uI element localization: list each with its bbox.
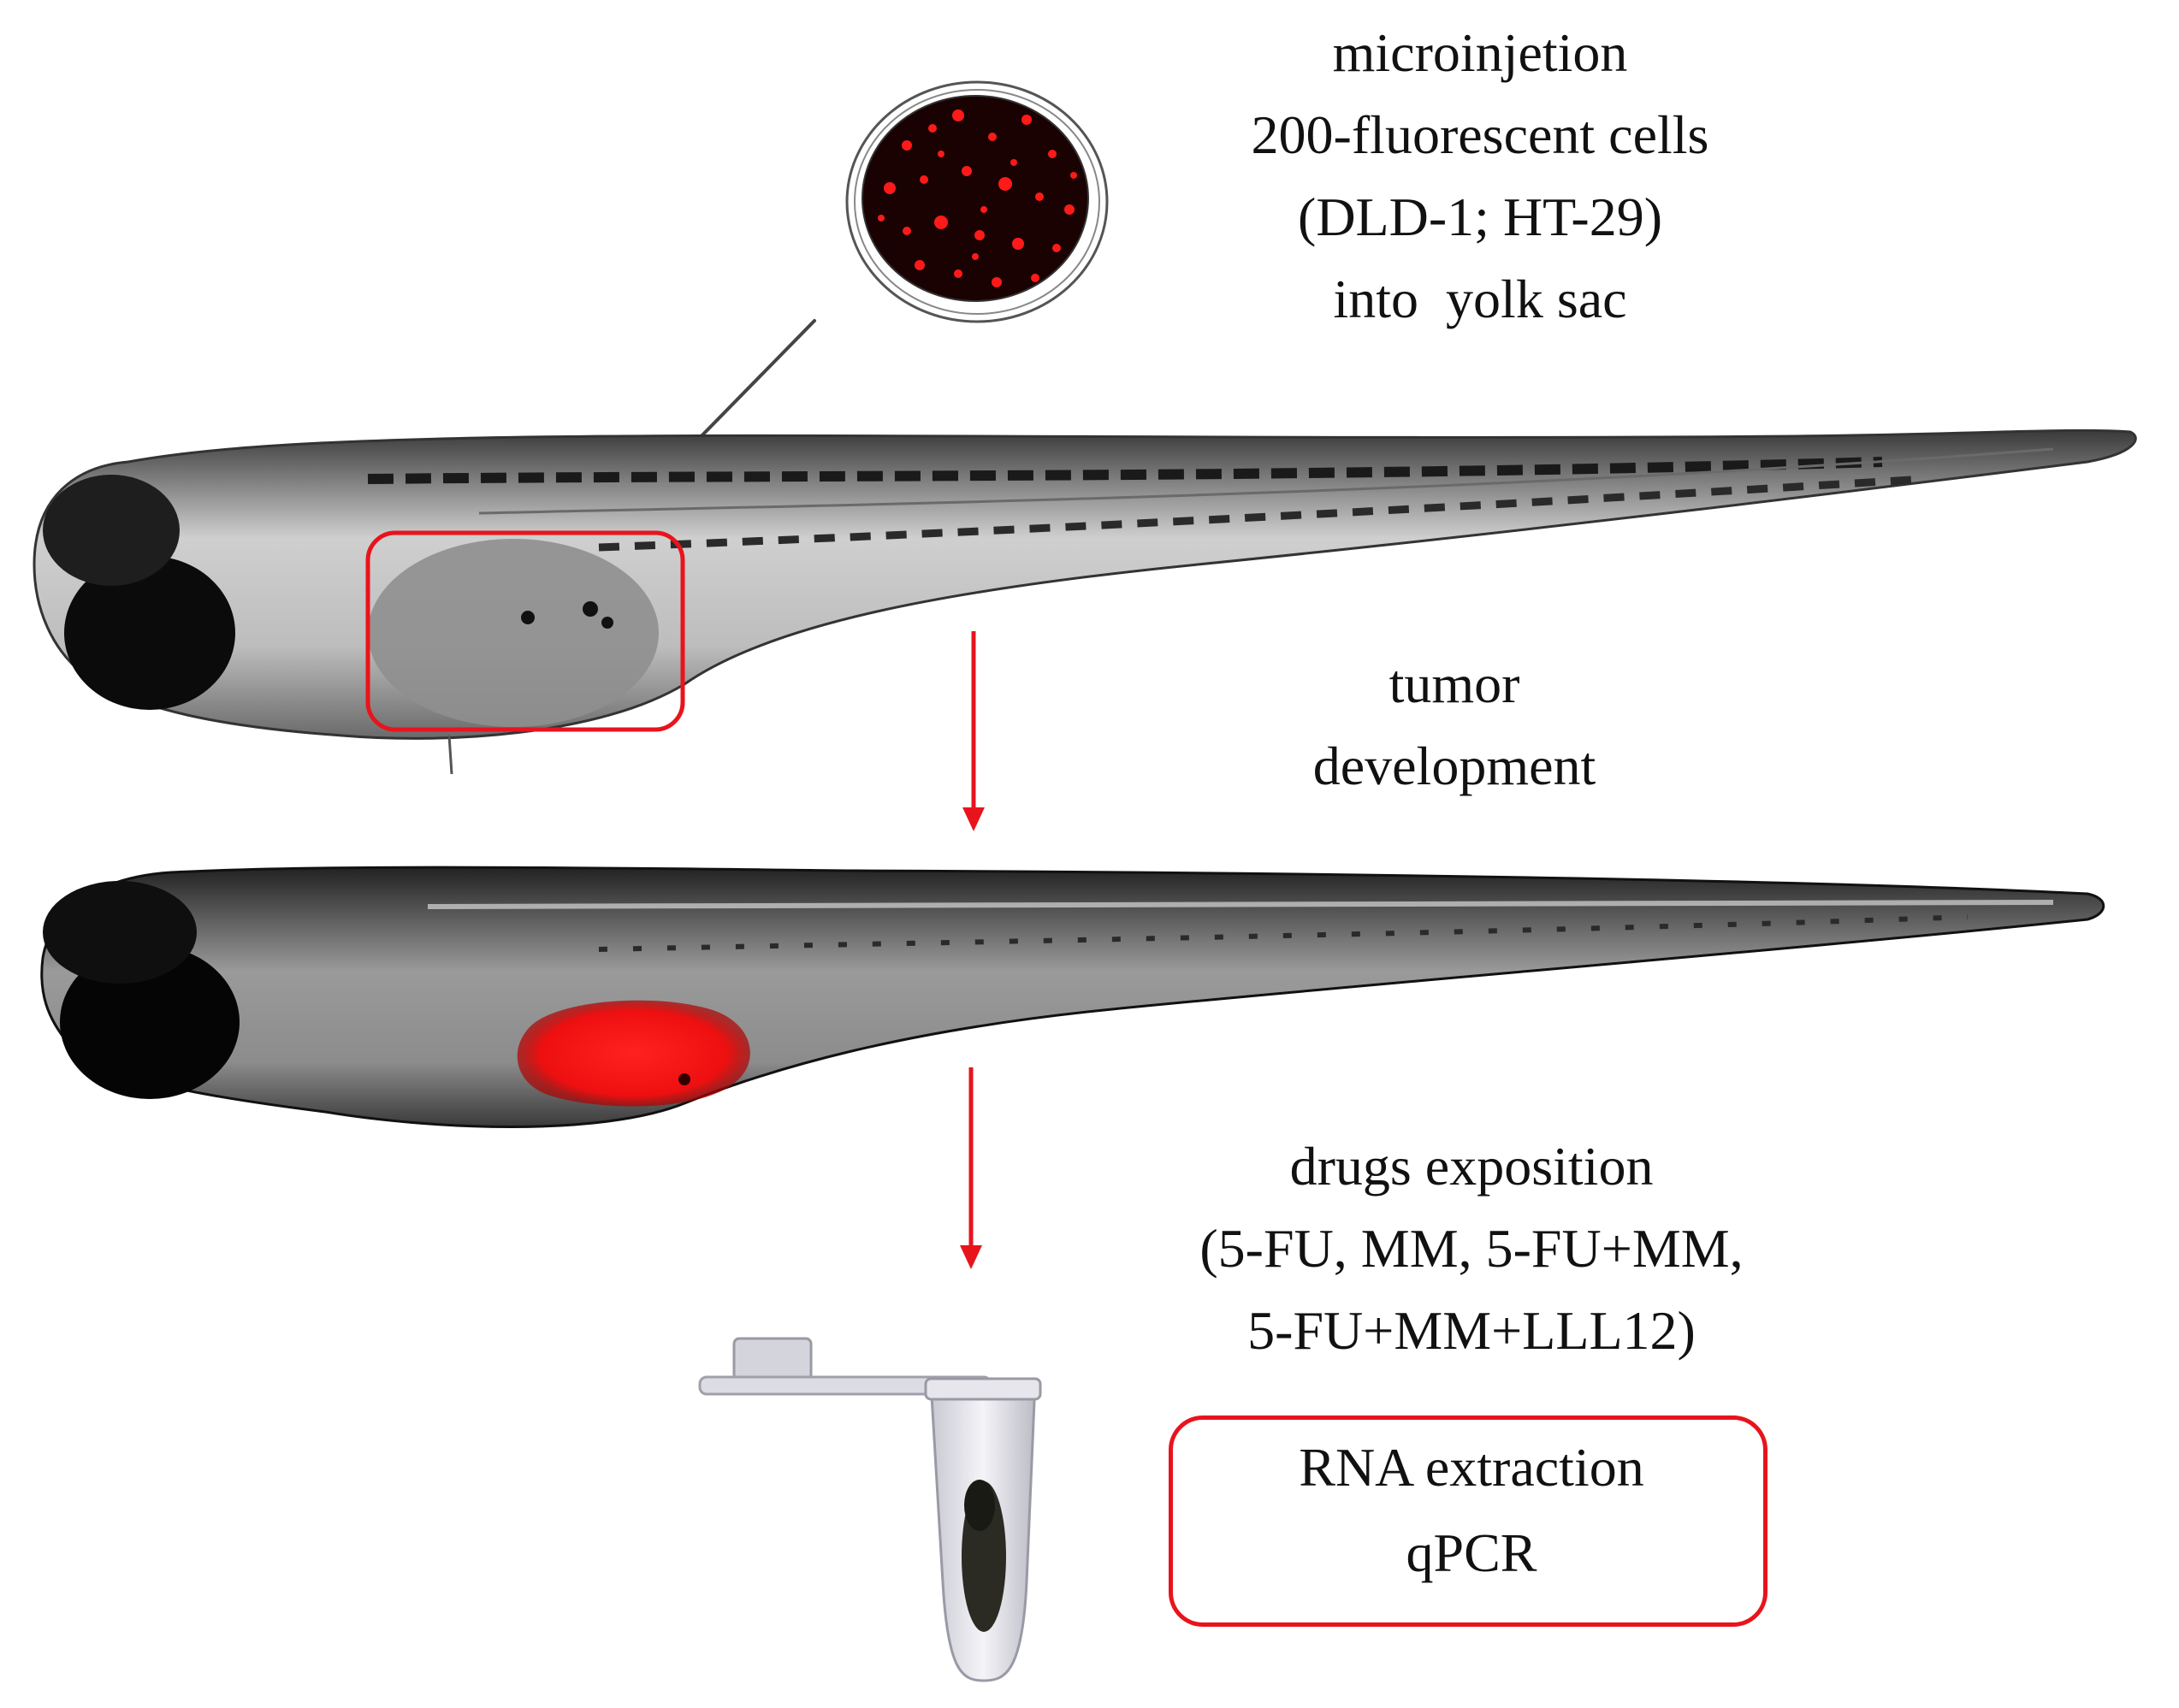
step-line: RNA extraction bbox=[1299, 1437, 1644, 1498]
arrow-down-1 bbox=[962, 631, 985, 831]
step-tumor-development-label: tumor development bbox=[1112, 643, 1797, 807]
step-line: tumor bbox=[1389, 653, 1520, 714]
step-line: microinjetion bbox=[1332, 22, 1628, 83]
step-line: drugs exposition bbox=[1289, 1136, 1654, 1197]
zebrafish-larva-icon bbox=[33, 428, 2137, 775]
arrow-down-2 bbox=[960, 1067, 982, 1269]
yolk-sac-highlight-box bbox=[365, 530, 685, 732]
microtube-icon bbox=[698, 1337, 1042, 1682]
step-microinjection-label: microinjetion 200-fluorescent cells (DLD… bbox=[1138, 12, 1822, 340]
step-line: development bbox=[1312, 736, 1596, 796]
tumor-fluorescence-icon bbox=[517, 1000, 750, 1107]
petri-dish-icon bbox=[845, 80, 1109, 323]
step-line: (5-FU, MM, 5-FU+MM, bbox=[1199, 1218, 1744, 1279]
step-line: 200-fluorescent cells bbox=[1251, 104, 1709, 165]
step-rna-extraction-label: RNA extraction qPCR bbox=[1172, 1413, 1771, 1596]
step-line: qPCR bbox=[1406, 1522, 1537, 1583]
step-line: into yolk sac bbox=[1333, 269, 1627, 329]
step-drugs-exposition-label: drugs exposition (5-FU, MM, 5-FU+MM, 5-F… bbox=[1095, 1126, 1848, 1372]
analysis-highlight-box bbox=[1169, 1415, 1767, 1627]
step-line: (DLD-1; HT-29) bbox=[1298, 186, 1662, 247]
step-line: 5-FU+MM+LLL12) bbox=[1247, 1300, 1696, 1361]
zebrafish-larva-tumor-icon bbox=[40, 866, 2105, 1128]
